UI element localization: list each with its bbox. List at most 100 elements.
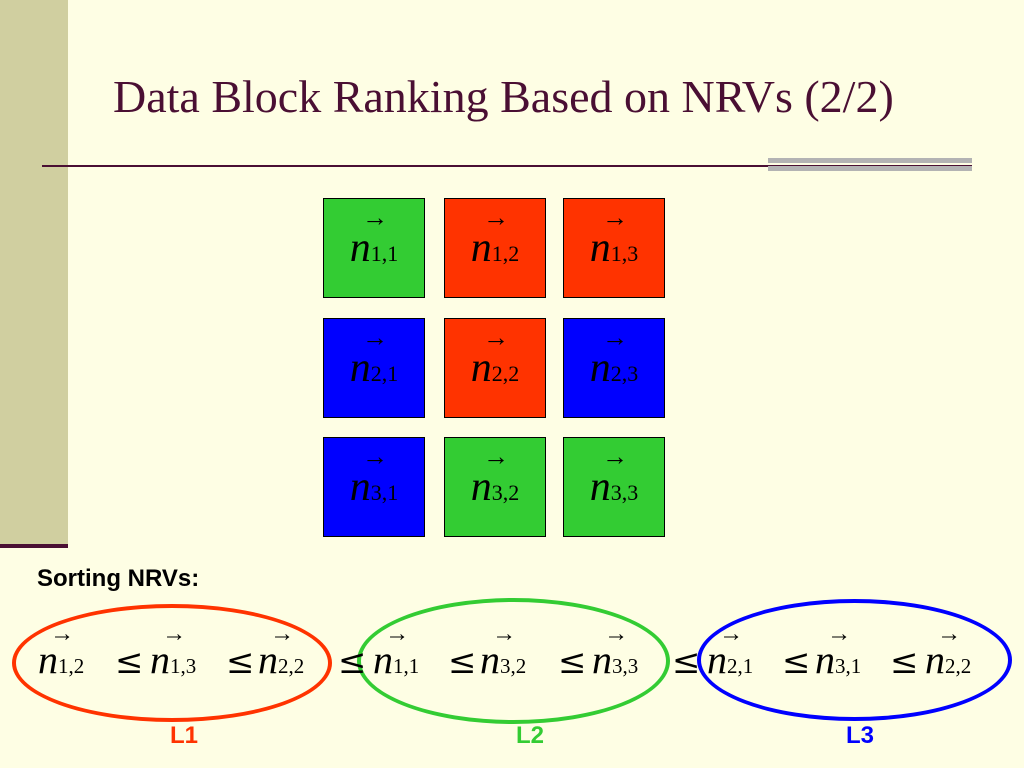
nrv-symbol: →n1,2	[470, 205, 520, 271]
nrv-letter: n	[589, 464, 611, 510]
term: →n3,2	[480, 622, 527, 682]
nrv-symbol: →n3,1	[349, 444, 399, 510]
sorting-inequality: →n1,2 ≤ →n1,3 ≤ →n2,2 ≤ →n1,1 ≤ →n3,2 ≤ …	[0, 622, 1024, 690]
vector-arrow: →	[483, 203, 509, 232]
vector-arrow: →	[50, 621, 75, 647]
group-ellipse-l2	[357, 598, 670, 724]
group-ellipse-l3	[697, 599, 1012, 721]
title-rule	[42, 165, 972, 167]
nrv-subscript: 3,1	[370, 480, 399, 505]
vector-arrow: →	[162, 621, 187, 647]
nrv-symbol: →n3,2	[470, 444, 520, 510]
leq-sign: ≤	[672, 642, 701, 682]
group-ellipse-l1	[12, 604, 332, 722]
sidebar-underline	[0, 544, 68, 548]
leq-sign: ≤	[782, 642, 811, 682]
term-subscript: 3,1	[835, 654, 862, 678]
sorting-label: Sorting NRVs:	[37, 565, 200, 592]
vector-arrow: →	[362, 323, 388, 352]
slide-title: Data Block Ranking Based on NRVs (2/2)	[113, 71, 894, 122]
term: →n2,2	[258, 622, 305, 682]
vector-arrow: →	[362, 203, 388, 232]
nrv-letter: n	[349, 225, 371, 271]
nrv-letter: n	[470, 464, 492, 510]
nrv-subscript: 3,2	[491, 480, 520, 505]
vector-arrow: →	[362, 442, 388, 471]
term-subscript: 3,2	[500, 654, 527, 678]
group-label-l3: L3	[846, 722, 875, 749]
nrv-subscript: 2,1	[370, 361, 399, 386]
nrv-symbol: →n2,1	[349, 325, 399, 391]
nrv-letter: n	[589, 225, 611, 271]
vector-arrow: →	[604, 621, 629, 647]
grid-cell-2-1: →n2,1	[323, 318, 425, 418]
nrv-symbol: →n2,2	[470, 325, 520, 391]
term: →n1,1	[373, 622, 420, 682]
nrv-subscript: 1,1	[370, 241, 399, 266]
grid-cell-3-3: →n3,3	[563, 437, 665, 537]
nrv-symbol: →n3,3	[589, 444, 639, 510]
term-letter: n	[592, 637, 612, 682]
leq-sign: ≤	[338, 642, 367, 682]
grid-cell-2-3: →n2,3	[563, 318, 665, 418]
nrv-subscript: 2,3	[610, 361, 639, 386]
grid-cell-2-2: →n2,2	[444, 318, 546, 418]
vector-arrow: →	[602, 323, 628, 352]
nrv-subscript: 1,2	[491, 241, 520, 266]
title-accent-bars	[768, 158, 972, 174]
term-letter: n	[480, 637, 500, 682]
nrv-letter: n	[470, 345, 492, 391]
term-subscript: 2,2	[278, 654, 305, 678]
nrv-subscript: 1,3	[610, 241, 639, 266]
vector-arrow: →	[270, 621, 295, 647]
term: →n2,2	[925, 622, 972, 682]
term: →n3,1	[815, 622, 862, 682]
term-letter: n	[373, 637, 393, 682]
nrv-symbol: →n1,3	[589, 205, 639, 271]
vector-arrow: →	[937, 621, 962, 647]
nrv-subscript: 3,3	[610, 480, 639, 505]
vector-arrow: →	[492, 621, 517, 647]
grid-cell-1-3: →n1,3	[563, 198, 665, 298]
term-subscript: 3,3	[612, 654, 639, 678]
grid-cell-1-1: →n1,1	[323, 198, 425, 298]
leq-sign: ≤	[448, 642, 477, 682]
leq-sign: ≤	[890, 642, 919, 682]
grid-cell-3-2: →n3,2	[444, 437, 546, 537]
vector-arrow: →	[483, 442, 509, 471]
nrv-symbol: →n2,3	[589, 325, 639, 391]
term-subscript: 2,2	[945, 654, 972, 678]
term-subscript: 1,1	[393, 654, 420, 678]
nrv-letter: n	[470, 225, 492, 271]
term: →n2,1	[707, 622, 754, 682]
sidebar-decoration	[0, 0, 68, 545]
term-subscript: 1,3	[170, 654, 197, 678]
term: →n1,3	[150, 622, 197, 682]
vector-arrow: →	[602, 203, 628, 232]
leq-sign: ≤	[558, 642, 587, 682]
vector-arrow: →	[602, 442, 628, 471]
vector-arrow: →	[719, 621, 744, 647]
nrv-letter: n	[349, 464, 371, 510]
grid-cell-1-2: →n1,2	[444, 198, 546, 298]
vector-arrow: →	[827, 621, 852, 647]
vector-arrow: →	[385, 621, 410, 647]
term-letter: n	[150, 637, 170, 682]
term-letter: n	[258, 637, 278, 682]
nrv-subscript: 2,2	[491, 361, 520, 386]
leq-sign: ≤	[226, 642, 255, 682]
nrv-symbol: →n1,1	[349, 205, 399, 271]
term-letter: n	[815, 637, 835, 682]
group-label-l1: L1	[170, 722, 199, 749]
term: →n1,2	[38, 622, 85, 680]
group-label-l2: L2	[516, 722, 545, 749]
term-subscript: 1,2	[58, 654, 85, 678]
term: →n3,3	[592, 622, 639, 682]
nrv-letter: n	[589, 345, 611, 391]
term-letter: n	[707, 637, 727, 682]
grid-cell-3-1: →n3,1	[323, 437, 425, 537]
term-subscript: 2,1	[727, 654, 754, 678]
term-letter: n	[925, 637, 945, 682]
vector-arrow: →	[483, 323, 509, 352]
nrv-letter: n	[349, 345, 371, 391]
